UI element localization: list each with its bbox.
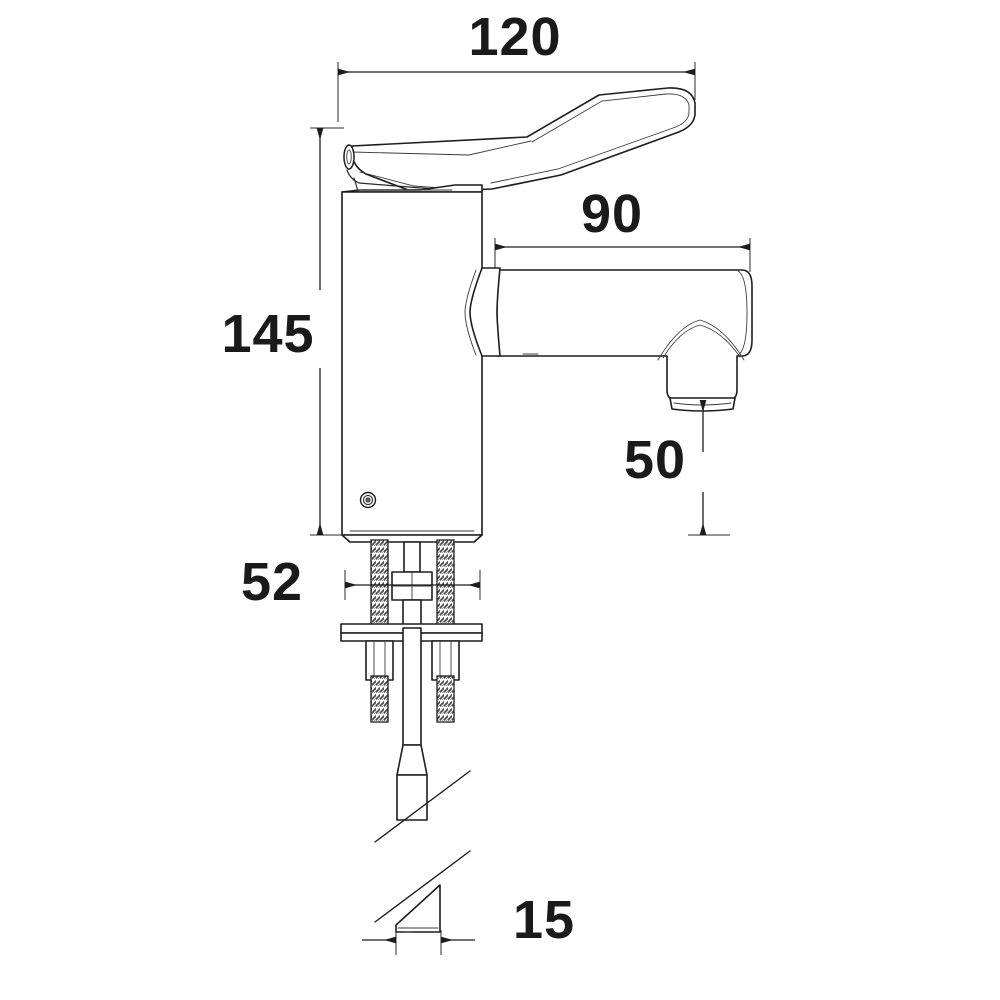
handle-top-crease — [351, 140, 532, 156]
break-line-upper — [374, 770, 471, 843]
dimension-shank-width: 52 — [241, 552, 481, 612]
hose-detail — [395, 884, 441, 933]
grub-screw-socket — [365, 497, 371, 503]
dimension-overall-height: 145 — [221, 127, 344, 536]
mounting-shank-assembly — [340, 539, 483, 821]
dim-label-shank-width: 52 — [241, 552, 303, 612]
spout-collar — [464, 267, 501, 357]
handle-body-outline — [351, 87, 696, 191]
body-base-flange — [341, 534, 483, 543]
dimension-spout-projection: 90 — [494, 184, 751, 272]
spout-collar-left-edge — [464, 269, 477, 356]
spout-arm-end-cap-curve — [737, 270, 748, 356]
dim-label-spout-height: 50 — [624, 430, 686, 490]
hose-detail-outline — [395, 884, 441, 933]
spout-collar-outline — [469, 267, 501, 357]
hex-nut-left — [365, 640, 394, 681]
spout-outlet-shoulder-curve2 — [657, 319, 745, 361]
stud-left-lower — [370, 675, 389, 723]
spout-arm — [496, 269, 753, 401]
stud-right-lower — [436, 675, 455, 723]
dimension-overall-width: 120 — [337, 7, 696, 122]
pivot-boss-inner — [346, 149, 352, 165]
dimension-spout-height: 50 — [624, 400, 730, 536]
pivot-skirt-curve — [346, 169, 447, 191]
pivot-tick — [353, 177, 359, 192]
handle-inner-edge — [490, 93, 690, 184]
dim-label-overall-width: 120 — [468, 7, 561, 67]
dim-label-overall-height: 145 — [221, 304, 314, 364]
shank-neck — [403, 541, 421, 573]
threaded-studs-lower — [370, 675, 455, 723]
hex-nut-right — [431, 640, 460, 681]
stud-right-upper — [436, 539, 455, 627]
tail-hose-upper — [402, 627, 422, 746]
spout-outlet-shoulder-curve — [662, 324, 741, 359]
hex-nuts — [365, 640, 460, 681]
break-lines — [374, 770, 471, 923]
break-line-lower — [374, 850, 471, 923]
tail-hose-lower — [396, 774, 428, 821]
grub-screw — [359, 491, 377, 509]
dim-label-hose-diameter: 15 — [513, 890, 575, 950]
body-column — [341, 191, 483, 543]
tail-hose-taper — [396, 744, 428, 776]
spout-arm-outline — [496, 269, 753, 401]
tail-hose — [396, 627, 428, 821]
handle-pivot — [343, 144, 447, 192]
dimension-hose-diameter: 15 — [362, 890, 575, 955]
stud-left-upper — [370, 539, 389, 627]
body-column-rect — [341, 191, 483, 536]
dim-label-spout-projection: 90 — [581, 184, 643, 244]
